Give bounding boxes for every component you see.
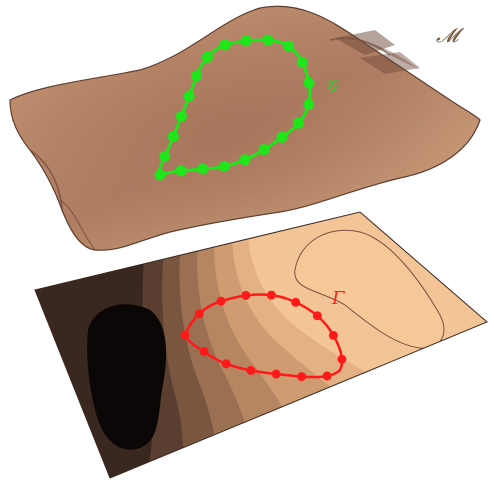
manifold-graph-node [184,91,195,102]
manifold-graph-node [197,164,208,175]
manifold-graph-node [219,161,230,172]
projected-curve-node [313,311,322,320]
manifold-graph-node [303,99,314,110]
projected-curve-node [291,298,300,307]
manifold-graph-node [202,52,213,63]
manifold-graph-node [176,165,187,176]
projected-curve-node [241,291,250,300]
projected-curve-node [195,309,204,318]
projected-curve-node [181,331,190,340]
curve-label: Γ [331,288,346,309]
projected-curve-node [272,370,281,379]
projected-curve-node [200,347,209,356]
projected-curve-node [323,372,332,381]
manifold-graph-node [176,111,187,122]
manifold-graph-node [239,154,250,165]
manifold-graph-node [259,144,270,155]
manifold-graph-node [293,118,304,129]
projected-curve-node [337,355,346,364]
manifold-graph-node [191,70,202,81]
manifold-graph-node [168,131,179,142]
manifold-graph-node [241,36,252,47]
manifold-graph-node [159,151,170,162]
contour-plane [0,200,494,494]
projected-curve-node [267,291,276,300]
manifold-graph-node [276,132,287,143]
projected-curve-node [297,372,306,381]
projected-curve-node [222,359,231,368]
manifold-graph-node [303,77,314,88]
manifold-graph-node [283,41,294,52]
projected-curve-node [216,297,225,306]
manifold-graph-node [297,57,308,68]
manifold-graph-node [262,35,273,46]
manifold-graph-node [219,40,230,51]
manifold-label: 𝓜 [436,23,465,47]
manifold-graph-node [155,170,166,181]
projected-curve-node [246,366,255,375]
projected-curve-node [329,331,338,340]
